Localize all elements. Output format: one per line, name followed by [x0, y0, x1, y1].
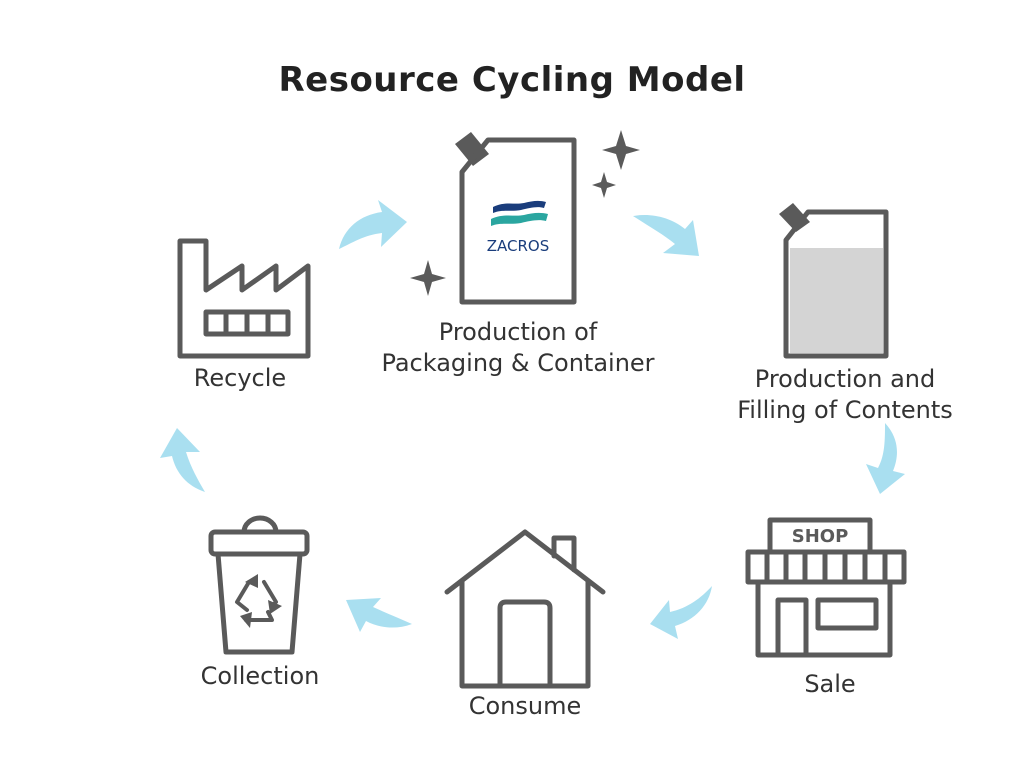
- house-icon: [444, 529, 606, 689]
- sparkle-icon: [410, 130, 640, 296]
- arrow-sale-to-consume: [650, 586, 712, 639]
- cycle-arrows: [160, 200, 905, 639]
- stage-label-collection: Collection: [200, 662, 320, 690]
- brand-logo-text: ZACROS: [487, 237, 550, 255]
- stage-label-packaging: Production of Packaging & Container: [381, 318, 655, 377]
- stage-label-sale: Sale: [804, 670, 856, 698]
- diagram-title: Resource Cycling Model: [278, 60, 746, 100]
- stage-label-filling: Production and Filling of Contents: [737, 365, 953, 424]
- pouch-with-logo-icon: ZACROS: [455, 132, 577, 305]
- shop-sign-text: SHOP: [792, 526, 849, 547]
- recycle-bin-icon: [208, 515, 310, 655]
- arrow-consume-to-collection: [346, 598, 412, 632]
- stage-label-recycle: Recycle: [193, 364, 287, 392]
- factory-icon: [177, 238, 311, 359]
- arrow-packaging-to-filling: [633, 215, 699, 256]
- arrow-filling-to-sale: [866, 423, 905, 494]
- arrow-collection-to-recycle: [160, 428, 205, 492]
- filled-pouch-icon: [779, 203, 889, 359]
- shop-icon: SHOP: [745, 517, 907, 658]
- arrow-recycle-to-packaging: [339, 200, 407, 249]
- stage-label-consume: Consume: [468, 692, 582, 720]
